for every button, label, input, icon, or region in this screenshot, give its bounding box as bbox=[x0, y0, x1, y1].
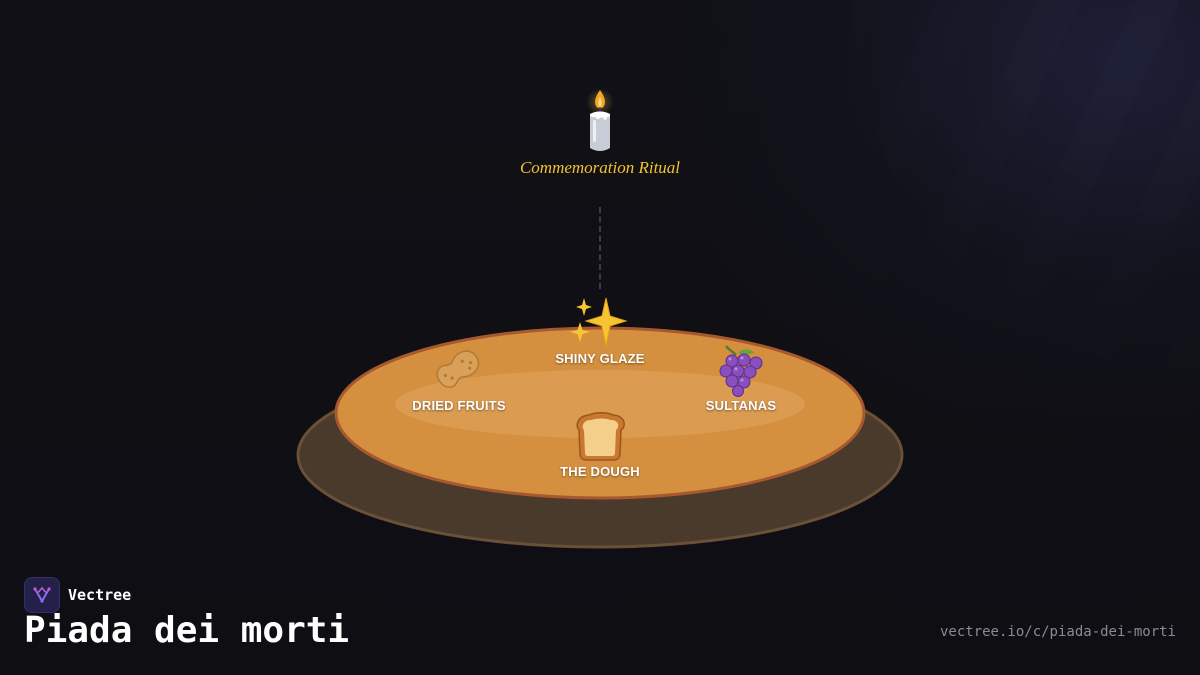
commemoration-ritual-label: Commemoration Ritual bbox=[519, 158, 681, 177]
connector-dotted-line bbox=[599, 207, 601, 289]
grapes-icon-graphic bbox=[719, 345, 763, 397]
brand[interactable]: Vectree bbox=[24, 577, 131, 613]
grapes-icon bbox=[714, 343, 768, 397]
plate-highlight bbox=[395, 370, 805, 438]
page-title: Piada dei morti bbox=[24, 610, 350, 651]
sparkles-icon-graphic bbox=[570, 297, 628, 347]
candle-icon bbox=[570, 88, 630, 154]
shiny-glaze-label: SHINY GLAZE bbox=[555, 351, 645, 366]
vectree-logo-icon bbox=[24, 577, 60, 613]
bread-icon-graphic bbox=[576, 412, 626, 461]
the-dough-label: THE DOUGH bbox=[560, 464, 640, 479]
candle-icon-graphic bbox=[586, 88, 614, 151]
bread-icon bbox=[571, 410, 629, 462]
sparkles-icon bbox=[568, 296, 632, 350]
peanut-icon bbox=[428, 343, 488, 395]
brand-name: Vectree bbox=[68, 586, 132, 604]
vectree-logo-graphic bbox=[33, 587, 51, 603]
sultanas-label: SULTANAS bbox=[705, 398, 777, 413]
dried-fruits-label: DRIED FRUITS bbox=[412, 398, 506, 413]
page-url-link[interactable]: vectree.io/c/piada-dei-morti bbox=[939, 624, 1176, 640]
peanut-icon-graphic bbox=[436, 350, 480, 389]
